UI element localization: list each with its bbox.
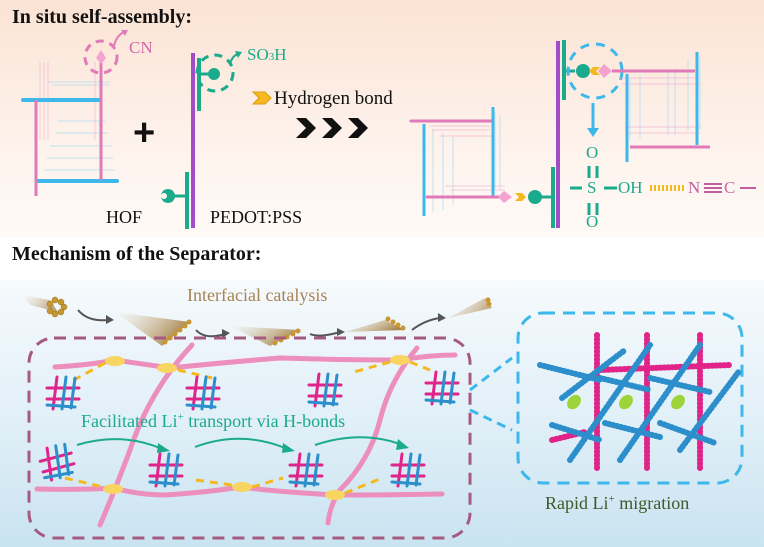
so3h-label-subscript: 3 xyxy=(268,51,275,63)
transport-label-post: transport via H-bonds xyxy=(183,411,346,431)
hydrogen-bond-label: Hydrogen bond xyxy=(274,88,393,109)
cn-arrow-icon xyxy=(113,31,125,47)
assembled-product xyxy=(409,40,756,228)
hydrogen-bond-legend-icon xyxy=(251,91,272,105)
pedot-pss-chain xyxy=(161,51,242,229)
formula-carbon: C xyxy=(724,178,736,197)
mechanism-heading: Mechanism of the Separator: xyxy=(12,243,262,265)
transport-label: Facilitated Li+ transport via H-bonds xyxy=(81,411,345,432)
formula-oxygen-bottom: O xyxy=(586,212,599,231)
transport-label-superscript: + xyxy=(177,411,184,423)
migration-label: Rapid Li+ migration xyxy=(545,493,689,514)
so3h-label-main: SO xyxy=(247,45,269,64)
formula-sulfur: S xyxy=(587,178,597,197)
migration-label-post: migration xyxy=(614,493,690,513)
assembly-background xyxy=(0,0,764,238)
formula-nitrogen: N xyxy=(688,178,701,197)
cn-diamond-icon xyxy=(96,50,106,64)
cn-highlight-circle xyxy=(83,39,119,75)
reaction-arrows-icon xyxy=(296,118,368,138)
pedot-pss-label: PEDOT:PSS xyxy=(210,207,303,227)
mechanism-heading-background xyxy=(0,238,764,280)
formula-hydroxyl: OH xyxy=(618,178,643,197)
migration-label-superscript: + xyxy=(608,493,615,505)
transport-label-pre: Facilitated Li xyxy=(81,411,178,431)
assembly-diagram: + xyxy=(21,30,756,229)
migration-label-pre: Rapid Li xyxy=(545,493,609,513)
so3h-label-end: H xyxy=(274,45,287,64)
cn-label: CN xyxy=(129,38,153,57)
formula-oxygen-top: O xyxy=(586,143,599,162)
hof-label: HOF xyxy=(106,207,143,227)
plus-sign: + xyxy=(133,112,155,154)
assembly-heading: In situ self-assembly: xyxy=(12,6,193,28)
so3h-label: SO3H xyxy=(247,45,287,65)
hof-framework xyxy=(21,30,128,196)
interfacial-catalysis-label: Interfacial catalysis xyxy=(187,285,328,305)
